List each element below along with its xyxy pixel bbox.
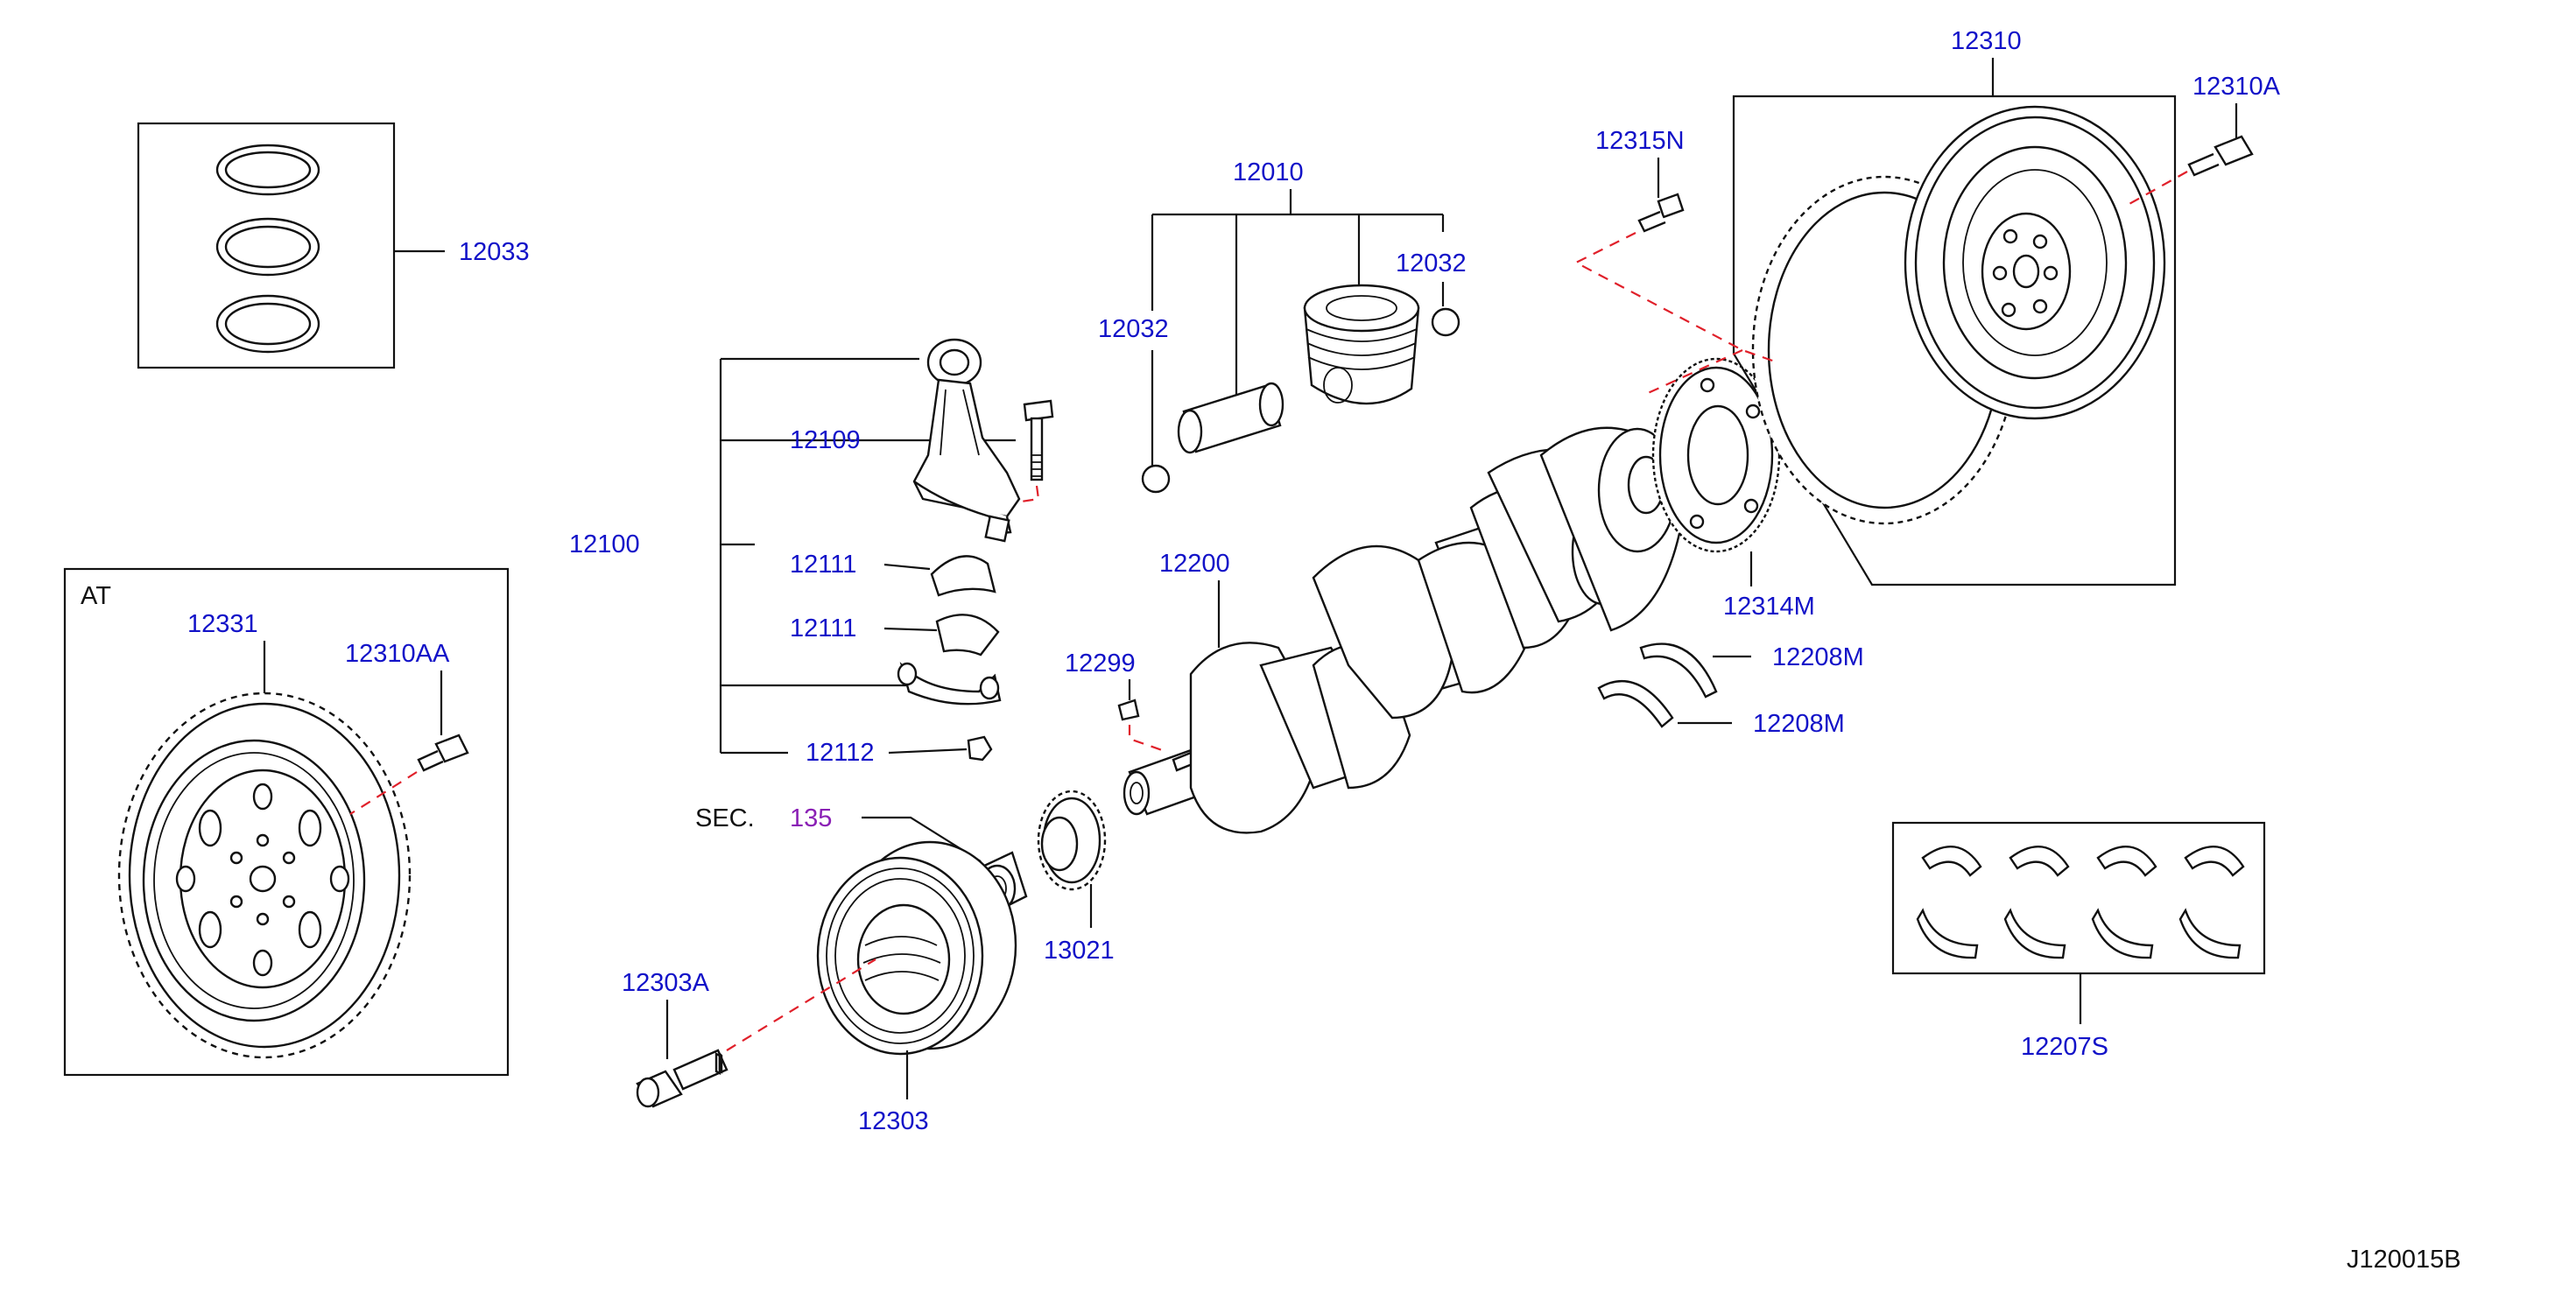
part-number-12111-upper[interactable]: 12111 [790, 551, 856, 579]
conrod-bearing-upper [930, 555, 996, 597]
part-number-12303A[interactable]: 12303A [622, 969, 710, 997]
conrod-bolt [1023, 399, 1054, 481]
reluctor-plate [1651, 357, 1781, 553]
piston-ring-oil [215, 294, 320, 354]
part-number-12208M-upper[interactable]: 12208M [1772, 643, 1864, 671]
part-number-12032-left[interactable]: 12032 [1098, 315, 1169, 343]
main-bearing-pair-1 [1916, 846, 1982, 959]
part-number-12200[interactable]: 12200 [1159, 550, 1230, 578]
piston-rings-box [137, 122, 396, 369]
flywheel-box [1732, 95, 2177, 586]
sec-reference-number[interactable]: 135 [790, 804, 832, 832]
pulley-bolt [636, 1049, 728, 1108]
leader-12112 [888, 748, 968, 755]
at-driveplate [117, 692, 412, 1059]
assembly-line-at-bolt [349, 771, 418, 815]
part-number-12310[interactable]: 12310 [1951, 27, 2022, 55]
part-number-13021[interactable]: 13021 [1044, 937, 1115, 965]
leader-12111-lower [883, 627, 938, 632]
part-number-12032-right[interactable]: 12032 [1396, 249, 1467, 277]
snap-ring-left [1141, 464, 1171, 494]
part-number-12010[interactable]: 12010 [1233, 158, 1304, 186]
sprocket-group: 13021 [1037, 790, 1115, 965]
leader-12010 [1151, 189, 1445, 411]
plate-bolt [1637, 193, 1685, 233]
part-number-12112[interactable]: 12112 [806, 739, 875, 767]
crank-key [1117, 699, 1140, 721]
diagram-code: J120015B [2347, 1246, 2461, 1274]
piston-ring-top [215, 144, 320, 196]
conrod-group: 12100 12109 12111 12111 [569, 338, 1054, 767]
crankshaft-group: 12200 12299 [1065, 426, 1683, 834]
assembly-line-conrod [1015, 485, 1040, 504]
pulley-group: 12303 12303A [622, 840, 1017, 1135]
part-number-12310AA[interactable]: 12310AA [345, 640, 450, 668]
part-number-12331[interactable]: 12331 [187, 610, 258, 638]
leader-12111-upper [883, 563, 931, 571]
part-number-12299[interactable]: 12299 [1065, 650, 1136, 678]
part-number-12207S[interactable]: 12207S [2021, 1033, 2108, 1061]
flywheel-bolt [2187, 135, 2254, 177]
crank-pulley [816, 840, 1017, 1056]
main-bearing-pair-3 [2091, 846, 2157, 959]
part-number-12111-lower[interactable]: 12111 [790, 614, 856, 642]
part-number-12303[interactable]: 12303 [858, 1107, 929, 1135]
at-driveplate-group: AT 12331 12310AA [63, 567, 510, 1077]
piston-set-group: 12010 12032 12032 [1098, 158, 1467, 494]
at-box [63, 567, 510, 1077]
snap-ring-right [1431, 307, 1460, 337]
piston-rings-group: 12033 [137, 122, 530, 369]
assembly-line-key [1128, 725, 1165, 753]
main-bearing-pair-4 [2178, 846, 2245, 959]
conrod-nut [967, 735, 993, 762]
conrod-cap [897, 614, 1002, 706]
assembly-line-plate-bolt [1573, 232, 1778, 364]
part-number-12208M-lower[interactable]: 12208M [1753, 710, 1845, 738]
part-number-12310A[interactable]: 12310A [2192, 73, 2281, 101]
leader-12100-bracket [719, 357, 919, 755]
part-number-12100[interactable]: 12100 [569, 530, 640, 558]
thrust-washer-lower [1597, 680, 1674, 728]
reluctor-plate-group: 12314M [1651, 357, 1815, 621]
flywheel [1904, 105, 2166, 420]
thrust-washers-group: 12208M 12208M [1597, 642, 1864, 738]
part-number-12315N[interactable]: 12315N [1595, 127, 1685, 155]
thrust-washer-upper [1639, 642, 1718, 699]
main-bearing-pair-2 [2003, 846, 2070, 959]
sec-label: SEC. [695, 804, 755, 832]
assembly-line-flywheel-bolt [2127, 171, 2188, 206]
piston-ring-middle [215, 217, 320, 277]
piston-pin [1177, 382, 1284, 454]
part-number-12033[interactable]: 12033 [459, 238, 530, 266]
piston [1303, 284, 1420, 405]
flywheel-group: 12310 12310A 12315N [1573, 27, 2281, 586]
at-tag: AT [81, 582, 111, 610]
at-driveplate-bolt [417, 734, 469, 772]
crankshaft [1123, 426, 1683, 834]
part-number-12314M[interactable]: 12314M [1723, 593, 1815, 621]
main-bearings-box [1891, 821, 2266, 975]
part-number-12109[interactable]: 12109 [790, 426, 861, 454]
crank-sprocket [1037, 790, 1107, 891]
main-bearings-group: 12207S [1891, 821, 2266, 1061]
connecting-rod [912, 338, 1021, 543]
